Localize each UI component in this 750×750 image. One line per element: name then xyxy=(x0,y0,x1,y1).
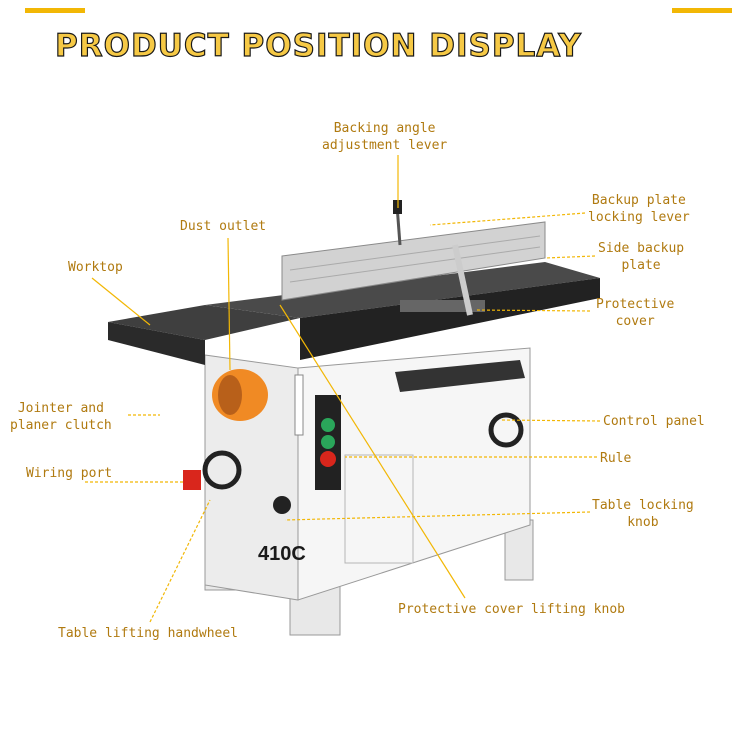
label-backing-angle: Backing angle adjustment lever xyxy=(322,121,448,153)
machine-cabinet xyxy=(204,347,531,601)
label-control-panel: Control panel xyxy=(603,414,705,429)
label-jointer-planer-clutch: Jointer and planer clutch xyxy=(10,401,112,433)
page-title: PRODUCT POSITION DISPLAY xyxy=(54,27,582,64)
label-wiring-port: Wiring port xyxy=(26,466,113,481)
label-rule: Rule xyxy=(600,451,632,466)
rule-shape xyxy=(294,374,304,436)
label-table-locking-knob: Table locking knob xyxy=(592,498,694,530)
protective-cover-shape xyxy=(395,244,525,392)
model-badge: 410C xyxy=(258,543,306,565)
label-protective-cover: Protective cover xyxy=(596,297,675,329)
label-side-backup-plate: Side backup plate xyxy=(598,241,685,273)
top-decor-bar xyxy=(25,8,85,13)
dust-outlet-shape xyxy=(212,369,268,421)
control-panel-shape xyxy=(315,395,341,490)
label-worktop: Worktop xyxy=(68,260,123,275)
top-decor-bar xyxy=(672,8,732,13)
handwheels xyxy=(202,412,524,514)
label-protective-cover-lifting-knob: Protective cover lifting knob xyxy=(398,602,625,617)
leader-line xyxy=(149,499,211,623)
wiring-port-shape xyxy=(183,470,201,490)
leader-line xyxy=(429,212,586,226)
leader-line xyxy=(279,304,466,599)
leader-line xyxy=(544,255,596,259)
leader-line xyxy=(474,309,591,312)
worktop-shape xyxy=(108,262,600,365)
leader-line xyxy=(91,277,151,326)
label-backup-plate-locking: Backup plate locking lever xyxy=(588,193,690,225)
leader-line xyxy=(227,237,231,371)
leader-lines xyxy=(85,155,601,623)
leader-line xyxy=(499,419,601,422)
label-table-lifting-handwheel: Table lifting handwheel xyxy=(58,626,239,641)
label-dust-outlet: Dust outlet xyxy=(180,219,267,234)
leader-line xyxy=(284,511,591,521)
